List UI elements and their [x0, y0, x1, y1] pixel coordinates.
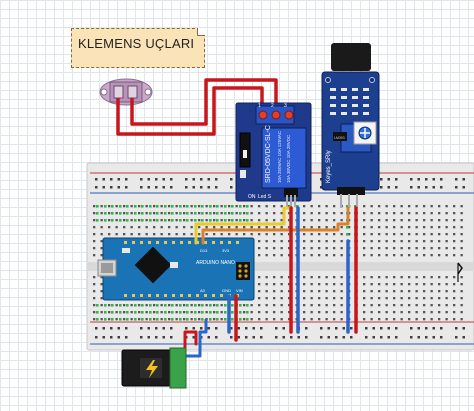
mouse-cursor-icon [457, 262, 463, 282]
relay-power-led-label: ON [248, 194, 256, 200]
sensor-smd-components [330, 88, 369, 115]
note-fold [197, 28, 205, 36]
breadboard-wires[interactable] [178, 206, 358, 358]
sensor-brand: Keyes_SRly [326, 150, 332, 183]
relay-spec-2: 10A 30VDC 10A 28VDC [286, 134, 291, 183]
arduino-board-label: ARDUINO NANO [196, 260, 235, 266]
power-jack-icon[interactable] [121, 347, 187, 389]
arduino-pin-label-vin: VIN [236, 288, 243, 293]
terminal-number-3: 3 [284, 103, 287, 109]
relay-module[interactable]: 1 2 3 SRD-05VDC-SL-C 10A 250VAC 10A 125V… [235, 102, 312, 207]
sensor-module[interactable]: LM393 Keyes_SRly [321, 43, 380, 208]
note-title: KLEMENS UÇLARI [78, 36, 195, 51]
terminal-wires[interactable] [116, 78, 278, 136]
arduino-nano[interactable]: ARDUINO NANO D13 3V3 A0 GND VIN [97, 237, 255, 301]
arduino-pin-label-gnd: GND [222, 288, 231, 293]
sensor-chip-label: LM393 [334, 136, 345, 140]
relay-spec-1: 10A 250VAC 10A 125VAC [277, 130, 282, 183]
arduino-pin-label-a0: A0 [200, 288, 206, 293]
arduino-pin-label-3v3: 3V3 [222, 248, 230, 253]
breadboard-bottom-rails [95, 327, 465, 339]
relay-model: SRD-05VDC-SL-C [265, 125, 272, 183]
relay-module-label: Led S [258, 194, 272, 200]
terminal-number-1: 1 [258, 103, 261, 109]
terminal-block-icon[interactable] [99, 78, 153, 106]
terminal-number-2: 2 [271, 103, 274, 109]
breadboard-connected-holes [96, 205, 357, 321]
note-label[interactable]: KLEMENS UÇLARI [71, 28, 205, 68]
arduino-pin-label-d13: D13 [200, 248, 208, 253]
arduino-header-pins [124, 241, 239, 297]
